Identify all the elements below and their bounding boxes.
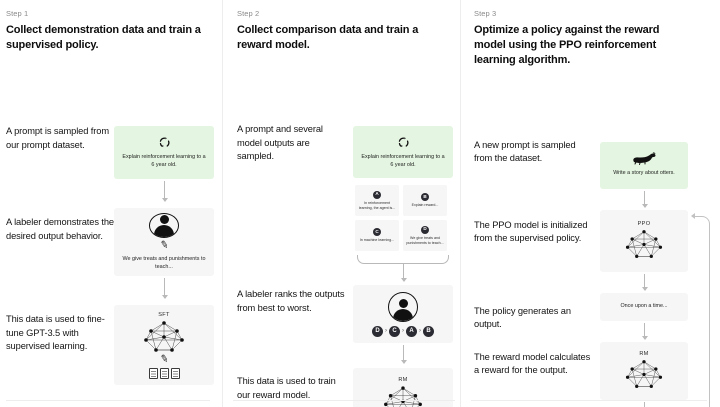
step-2-caption-1: A prompt and several model outputs are s… [237,124,323,161]
output-card-a[interactable]: A In reinforcement learning, the agent i… [355,185,399,217]
column-1-rule [6,400,210,401]
rank-badge-4: B [423,325,434,337]
output-badge-b: B [421,193,429,202]
rank-separator: › [385,328,387,335]
neural-network-icon [144,321,184,352]
arrow-3-1 [641,190,648,208]
step-3-row-1: A new prompt is sampled from the dataset… [474,139,592,165]
rank-badge-1: D [372,325,383,337]
documents-icon [148,367,180,379]
recycle-loop-icon [398,136,408,147]
neural-network-icon [625,360,663,389]
ppo-feedback-loop-arrow [691,212,710,407]
neural-network-icon [625,230,663,259]
output-card-b[interactable]: B Explain reward... [403,185,447,217]
step-2-caption-3: This data is used to train our reward mo… [237,376,336,400]
ranking-row-labeler: D › C › A › B [372,325,434,337]
step-3-caption-4: The reward model calculates a reward for… [474,351,591,375]
pencil-icon: ✎ [158,353,170,366]
rank-badge-3: A [406,325,417,337]
step-3-title: Optimize a policy against the reward mod… [474,24,660,67]
ppo-model-card[interactable]: PPO [600,209,688,272]
rm-label: RM [398,377,408,384]
rank-badge-2: C [389,325,400,337]
step-2-caption-2: A labeler ranks the outputs from best to… [237,289,345,313]
step-3-caption-2: The PPO model is initialized from the su… [474,219,588,243]
step-2-row-1: A prompt and several model outputs are s… [237,123,345,163]
arrow-1-1 [161,181,168,203]
rank-separator: › [419,328,421,335]
step-3-caption-1: A new prompt is sampled from the dataset… [474,139,576,163]
step-2-row-3: This data is used to train our reward mo… [237,375,345,401]
arrow-3-3 [641,322,648,340]
column-step-3: Step 3 Optimize a policy against the rew… [460,0,720,407]
column-2-rule [233,400,455,401]
prompt-card-3[interactable]: Write a story about otters. [600,141,688,189]
step-1-caption-2: A labeler demonstrates the desired outpu… [6,217,114,241]
output-badge-d: D [421,225,429,234]
step-3-row-3: The policy generates an output. [474,305,592,331]
labeler-card-1-text: We give treats and punishments to teach.… [122,256,206,271]
output-card-c[interactable]: C In machine learning... [355,220,399,252]
generated-output-text: Once upon a time... [620,303,668,310]
output-badge-a: A [373,190,381,199]
pencil-icon: ✎ [158,239,170,252]
labeler-card-2[interactable]: D › C › A › B [353,285,453,344]
step-1-caption-1: A prompt is sampled from our prompt data… [6,126,110,150]
output-text-a: In reinforcement learning, the agent is.… [358,200,396,210]
prompt-card-2-text: Explain reinforcement learning to a 6 ye… [361,153,445,168]
rm-model-card[interactable]: RM D [353,368,453,407]
step-2-title: Collect comparison data and train a rewa… [237,24,419,52]
model-outputs-grid: A In reinforcement learning, the agent i… [355,185,447,252]
step-1-caption-3: This data is used to fine-tune GPT-3.5 w… [6,314,105,351]
column-3-rule [471,400,707,401]
output-text-b: Explain reward... [411,203,439,208]
labeler-card-1[interactable]: ✎ We give treats and punishments to teac… [114,208,214,277]
arrow-1-2 [161,278,168,300]
outputs-brace [357,255,449,265]
step-3-row-2: The PPO model is initialized from the su… [474,219,592,245]
step-3-row-4: The reward model calculates a reward for… [474,351,592,377]
arrow-2-2 [400,345,407,365]
step-2-row-2: A labeler ranks the outputs from best to… [237,288,345,314]
step-2-label: Step 2 [237,9,260,18]
step-3-label: Step 3 [474,9,497,18]
rm-label-3: RM [639,351,649,358]
step-1-row-1: A prompt is sampled from our prompt data… [6,125,114,151]
otter-icon [633,152,656,166]
output-card-d[interactable]: D We give treats and punishments to teac… [403,220,447,252]
prompt-card-2[interactable]: Explain reinforcement learning to a 6 ye… [353,126,453,179]
arrow-3-4 [644,401,645,407]
output-badge-c: C [373,228,381,237]
rm-reward-card[interactable]: RM [600,341,688,400]
column-step-1: Step 1 Collect demonstration data and tr… [0,0,222,407]
recycle-loop-icon [159,137,169,148]
step-1-row-2: A labeler demonstrates the desired outpu… [6,216,114,242]
step-1-row-3: This data is used to fine-tune GPT-3.5 w… [6,313,114,353]
step-1-title: Collect demonstration data and train a s… [6,24,201,52]
sft-label: SFT [158,311,170,318]
rank-separator: › [402,328,404,335]
prompt-card-3-text: Write a story about otters. [613,170,675,177]
step-3-caption-3: The policy generates an output. [474,305,571,329]
output-text-c: In machine learning... [359,238,395,243]
neural-network-icon [384,386,422,407]
prompt-card-1-text: Explain reinforcement learning to a 6 ye… [122,154,206,169]
prompt-card-1[interactable]: Explain reinforcement learning to a 6 ye… [114,126,214,180]
arrow-3-2 [641,273,648,291]
generated-output-card[interactable]: Once upon a time... [600,292,688,321]
arrow-2-1 [400,264,407,283]
step-1-label: Step 1 [6,9,29,18]
sft-model-card[interactable]: SFT ✎ [114,305,214,386]
column-step-2: Step 2 Collect comparison data and train… [222,0,460,407]
person-icon [149,213,179,239]
ppo-label: PPO [637,221,651,228]
output-text-d: We give treats and punishments to teach.… [406,235,444,245]
person-icon [388,291,418,322]
